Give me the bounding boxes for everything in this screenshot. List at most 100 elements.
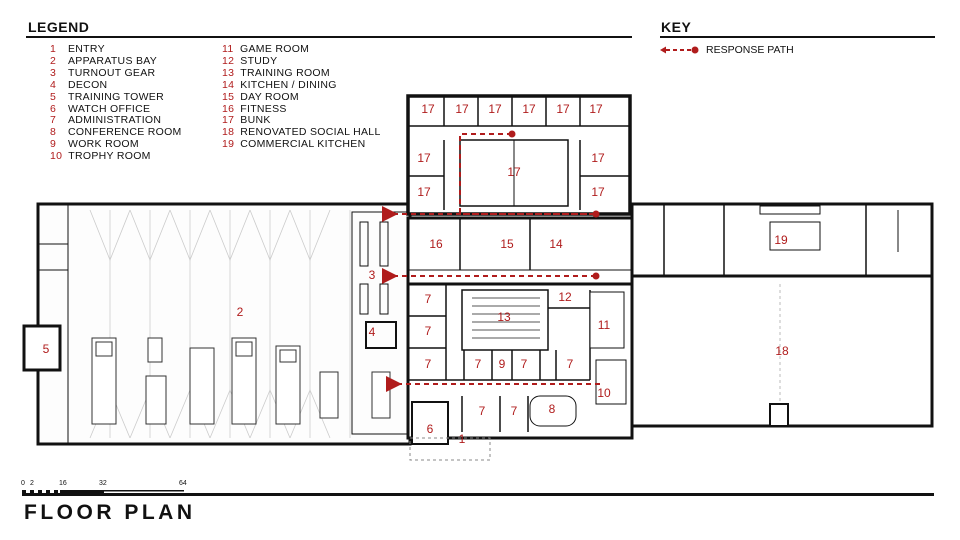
response-path-icon xyxy=(660,46,699,54)
label-decon: 4 xyxy=(369,325,376,339)
label-turnout-gear: 3 xyxy=(369,268,376,282)
legend-item-label: DECON xyxy=(68,78,108,91)
legend-item-label: CONFERENCE ROOM xyxy=(68,126,182,139)
label-work-room: 9 xyxy=(499,357,506,371)
legend-item-number: 7 xyxy=(50,114,57,127)
response-path-label: RESPONSE PATH xyxy=(706,44,794,56)
label-bunk-5: 17 xyxy=(556,102,570,116)
label-training-tower: 5 xyxy=(43,342,50,356)
legend-item-number: 10 xyxy=(50,150,63,163)
legend-item-label: WORK ROOM xyxy=(68,138,139,151)
legend-heading: LEGEND xyxy=(28,19,90,35)
label-admin-6: 7 xyxy=(567,357,574,371)
legend-item-number: 9 xyxy=(50,138,57,151)
legend-item-number: 13 xyxy=(222,66,235,79)
legend-item-number: 18 xyxy=(222,126,235,139)
label-bunk-4: 17 xyxy=(522,102,536,116)
scale-tick-2: 2 xyxy=(30,480,34,487)
legend-item: 2 APPARATUS BAY xyxy=(50,54,182,68)
scale-bar xyxy=(22,490,934,496)
legend-item-label: APPARATUS BAY xyxy=(68,54,158,67)
legend-item: 14 KITCHEN / DINING xyxy=(222,78,381,92)
label-admin-1: 7 xyxy=(425,292,432,306)
label-bunk-6: 17 xyxy=(589,102,603,116)
legend-item: 3 TURNOUT GEAR xyxy=(50,66,182,80)
label-bunk-11: 17 xyxy=(591,185,605,199)
apparatus-bay xyxy=(36,202,412,446)
legend-item-label: STUDY xyxy=(240,54,278,67)
label-admin-4: 7 xyxy=(475,357,482,371)
scale-tick-0: 0 xyxy=(21,480,25,487)
legend-item-number: 12 xyxy=(222,54,235,67)
legend-item-number: 2 xyxy=(50,54,57,67)
header-rule-right xyxy=(660,36,935,38)
legend-item: 13 TRAINING ROOM xyxy=(222,66,381,80)
legend-item-number: 17 xyxy=(222,114,235,127)
label-bunk-10: 17 xyxy=(591,151,605,165)
training-room-seating xyxy=(472,297,540,339)
legend-item-number: 3 xyxy=(50,66,57,79)
label-commercial-kitchen: 19 xyxy=(774,233,788,247)
label-entry: 1 xyxy=(459,432,466,446)
label-day-room: 15 xyxy=(500,237,514,251)
label-game-room: 11 xyxy=(598,318,611,332)
entry-area xyxy=(409,437,491,461)
legend-item: 7 ADMINISTRATION xyxy=(50,114,182,127)
legend-item-number: 8 xyxy=(50,126,57,139)
label-admin-7: 7 xyxy=(479,404,486,418)
legend-item-label: WATCH OFFICE xyxy=(68,102,151,115)
legend-item-label: COMMERCIAL KITCHEN xyxy=(240,138,366,151)
label-bunk-8: 17 xyxy=(417,185,431,199)
legend-item-number: 1 xyxy=(50,43,57,55)
legend-item: 9 WORK ROOM xyxy=(50,138,182,151)
legend-item-label: TRAINING TOWER xyxy=(68,90,164,103)
legend-item-number: 11 xyxy=(222,43,234,55)
label-bunk-9: 17 xyxy=(507,165,521,179)
label-admin-3: 7 xyxy=(425,357,432,371)
legend-item-number: 19 xyxy=(222,138,235,151)
legend-item-label: GAME ROOM xyxy=(240,43,310,55)
scale-tick-16: 16 xyxy=(59,480,67,487)
label-kitchen-dining: 14 xyxy=(549,237,563,251)
legend-item-label: KITCHEN / DINING xyxy=(240,78,337,91)
label-social-hall: 18 xyxy=(775,344,789,358)
legend-item-number: 14 xyxy=(222,78,235,91)
legend-item-label: FITNESS xyxy=(240,102,287,115)
legend-item-label: TROPHY ROOM xyxy=(68,150,151,163)
legend-item-label: TRAINING ROOM xyxy=(240,66,330,79)
label-bunk-3: 17 xyxy=(488,102,502,116)
scale-tick-64: 64 xyxy=(179,480,187,487)
legend-item: 12 STUDY xyxy=(222,54,381,68)
label-admin-8: 7 xyxy=(511,404,518,418)
legend-item: 8 CONFERENCE ROOM xyxy=(50,126,182,139)
legend-item-label: ADMINISTRATION xyxy=(68,114,162,127)
label-bunk-7: 17 xyxy=(417,151,431,165)
legend-item-number: 15 xyxy=(222,90,235,103)
key-response-path: RESPONSE PATH xyxy=(660,44,794,56)
header-rule-left xyxy=(26,36,632,38)
label-fitness: 16 xyxy=(429,237,443,251)
label-trophy-room: 10 xyxy=(597,386,611,400)
legend-item: 11 GAME ROOM xyxy=(222,43,381,56)
key-heading: KEY xyxy=(661,19,692,35)
training-tower xyxy=(22,324,62,372)
response-path-origins xyxy=(508,130,600,280)
label-watch-office: 6 xyxy=(427,422,434,436)
legend-item-label: TURNOUT GEAR xyxy=(68,66,156,79)
legend-item-label: DAY ROOM xyxy=(240,90,299,103)
legend-item: 19 COMMERCIAL KITCHEN xyxy=(222,138,381,151)
label-conference-room: 8 xyxy=(549,402,556,416)
label-bunk-1: 17 xyxy=(421,102,435,116)
social-hall xyxy=(630,274,934,428)
commercial-kitchen-wing xyxy=(630,202,934,278)
label-admin-2: 7 xyxy=(425,324,432,338)
